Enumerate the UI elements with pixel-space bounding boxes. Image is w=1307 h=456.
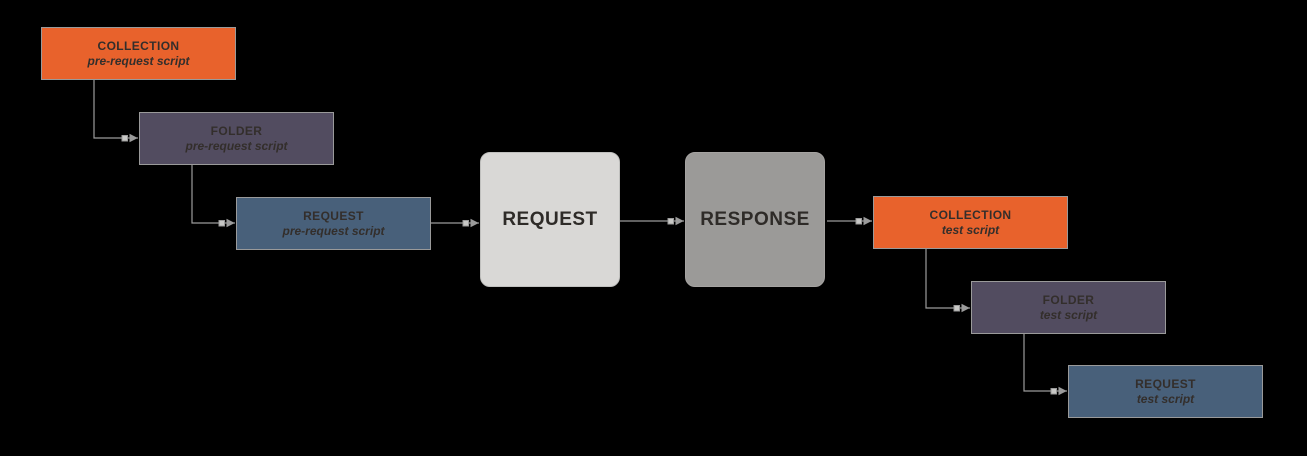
node-folder-test-script: FOLDER test script: [971, 281, 1166, 334]
node-subtitle: test script: [941, 223, 1000, 237]
node-title: REQUEST: [1135, 377, 1196, 391]
connector-folder-to-request-test: [1023, 334, 1067, 396]
node-subtitle: pre-request script: [282, 224, 385, 238]
node-response: RESPONSE: [685, 152, 825, 287]
node-title: COLLECTION: [97, 39, 180, 53]
node-request-pre-request-script: REQUEST pre-request script: [236, 197, 431, 250]
connector-collection-to-folder-pre: [93, 80, 138, 143]
node-title: COLLECTION: [929, 208, 1012, 222]
node-title: RESPONSE: [700, 208, 810, 230]
node-request: REQUEST: [480, 152, 620, 287]
node-request-test-script: REQUEST test script: [1068, 365, 1263, 418]
node-subtitle: test script: [1136, 392, 1195, 406]
node-subtitle: test script: [1039, 308, 1098, 322]
node-collection-pre-request-script: COLLECTION pre-request script: [41, 27, 236, 80]
node-title: FOLDER: [1042, 293, 1095, 307]
node-title: FOLDER: [210, 124, 263, 138]
node-subtitle: pre-request script: [185, 139, 288, 153]
node-subtitle: pre-request script: [87, 54, 190, 68]
node-title: REQUEST: [502, 208, 598, 230]
node-folder-pre-request-script: FOLDER pre-request script: [139, 112, 334, 165]
node-title: REQUEST: [303, 209, 364, 223]
connector-collection-to-folder-test: [925, 249, 970, 313]
node-collection-test-script: COLLECTION test script: [873, 196, 1068, 249]
connector-folder-to-request-pre: [191, 165, 235, 228]
